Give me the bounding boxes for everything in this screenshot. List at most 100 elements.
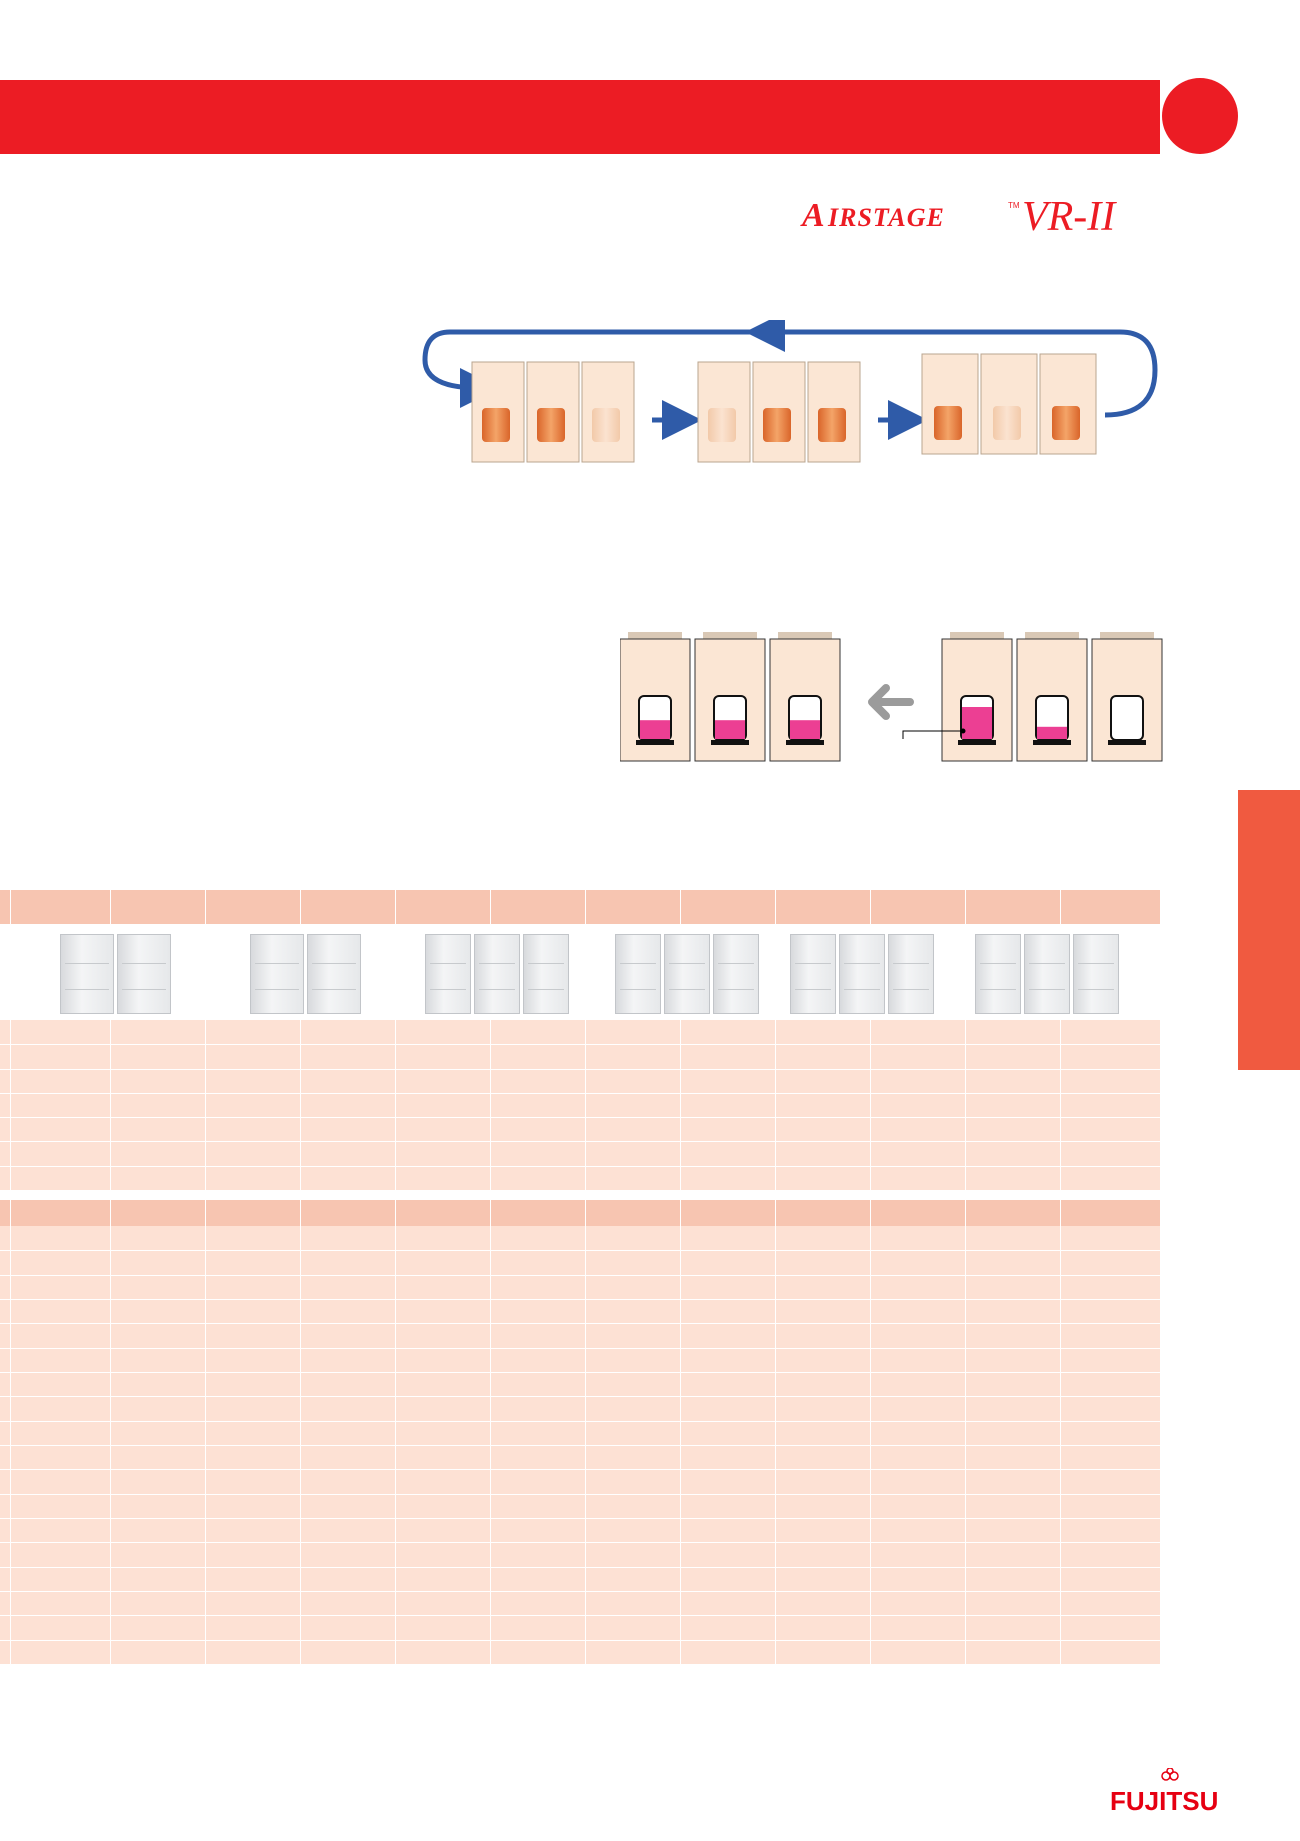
outdoor-unit-module <box>888 934 934 1014</box>
table-row-divider <box>0 1250 1160 1251</box>
table-column-divider <box>10 1200 11 1226</box>
outdoor-unit-photo-4 <box>615 934 762 1014</box>
table-row-divider <box>0 1044 1160 1045</box>
oil-level-fill <box>640 720 670 739</box>
banner-circle <box>1162 78 1238 154</box>
table-row-divider <box>0 1117 1160 1118</box>
oil-unit-before-2 <box>1016 632 1088 762</box>
table-column-divider <box>110 1200 111 1226</box>
table-column-divider <box>110 890 111 924</box>
table-column-divider <box>205 1200 206 1226</box>
spec-table-2-body <box>0 1226 1160 1664</box>
table-column-divider <box>1060 1226 1061 1664</box>
outdoor-unit-module <box>1024 934 1070 1014</box>
table-column-divider <box>395 890 396 924</box>
oil-level-fill <box>962 707 992 739</box>
fujitsu-logo-text: FUJITSU <box>1110 1786 1219 1816</box>
table-column-divider <box>205 1226 206 1664</box>
oil-unit-before-1 <box>941 632 1013 762</box>
outdoor-unit-module <box>839 934 885 1014</box>
table-column-divider <box>490 1226 491 1664</box>
outdoor-unit-module <box>60 934 114 1014</box>
svg-text:TM: TM <box>1008 201 1020 210</box>
oil-level-fill <box>1037 726 1067 739</box>
section-side-tab <box>1238 790 1300 1070</box>
outdoor-unit-module <box>615 934 661 1014</box>
table-column-divider <box>490 1020 491 1190</box>
outdoor-unit-module <box>790 934 836 1014</box>
table-column-divider <box>300 1020 301 1190</box>
table-column-divider <box>965 890 966 924</box>
outdoor-unit-photo-5 <box>790 934 937 1014</box>
table-column-divider <box>490 890 491 924</box>
table-column-divider <box>1060 890 1061 924</box>
outdoor-unit-module <box>307 934 361 1014</box>
table-row-divider <box>0 1518 1160 1519</box>
table-column-divider <box>395 1200 396 1226</box>
table-row-divider <box>0 1166 1160 1167</box>
table-column-divider <box>965 1200 966 1226</box>
table-column-divider <box>680 1200 681 1226</box>
table-column-divider <box>775 1020 776 1190</box>
outdoor-unit-module <box>117 934 171 1014</box>
svg-text:IRSTAGE: IRSTAGE <box>827 203 945 232</box>
table-column-divider <box>300 1200 301 1226</box>
table-column-divider <box>205 890 206 924</box>
table-column-divider <box>490 1200 491 1226</box>
table-column-divider <box>10 1226 11 1664</box>
table-column-divider <box>395 1226 396 1664</box>
table-column-divider <box>585 890 586 924</box>
svg-text:A: A <box>800 197 826 234</box>
table-row-divider <box>0 1469 1160 1470</box>
table-column-divider <box>205 1020 206 1190</box>
oil-diagram-graphic <box>619 632 1163 762</box>
table-column-divider <box>300 890 301 924</box>
table-column-divider <box>10 890 11 924</box>
table-column-divider <box>585 1020 586 1190</box>
table-column-divider <box>870 1200 871 1226</box>
oil-level-fill <box>715 720 745 739</box>
table-column-divider <box>110 1020 111 1190</box>
oil-flow-arrow <box>868 684 914 720</box>
outdoor-unit-module <box>425 934 471 1014</box>
table-column-divider <box>1060 1020 1061 1190</box>
oil-level-fill <box>790 720 820 739</box>
table-column-divider <box>585 1226 586 1664</box>
oil-leader-line <box>902 730 963 739</box>
table-column-divider <box>10 1020 11 1190</box>
table-column-divider <box>965 1226 966 1664</box>
airstage-vr-ii-logo: A IRSTAGE TM VR-II <box>800 190 1170 240</box>
table-column-divider <box>870 890 871 924</box>
table-column-divider <box>870 1020 871 1190</box>
airstage-logo-graphic: A IRSTAGE TM VR-II <box>800 194 1117 240</box>
table-row-divider <box>0 1567 1160 1568</box>
outdoor-unit-module <box>975 934 1021 1014</box>
oil-unit-after-1 <box>619 632 691 762</box>
table-row-divider <box>0 1372 1160 1373</box>
table-row-divider <box>0 1323 1160 1324</box>
outdoor-unit-module <box>474 934 520 1014</box>
oil-unit-after-2 <box>694 632 766 762</box>
table-row-divider <box>0 1396 1160 1397</box>
rotation-loop-arrow-left <box>422 329 778 408</box>
oil-unit-before-3 <box>1091 632 1163 762</box>
table-row-divider <box>0 1615 1160 1616</box>
table-column-divider <box>775 890 776 924</box>
outdoor-unit-module <box>250 934 304 1014</box>
table-row-divider <box>0 1069 1160 1070</box>
table-row-divider <box>0 1542 1160 1543</box>
rotation-diagram-graphic <box>422 312 1158 463</box>
table-column-divider <box>110 1226 111 1664</box>
outdoor-unit-photo-6 <box>975 934 1122 1014</box>
top-banner <box>0 80 1160 154</box>
outdoor-unit-module <box>713 934 759 1014</box>
table-column-divider <box>300 1226 301 1664</box>
table-column-divider <box>870 1226 871 1664</box>
outdoor-unit-photo-3 <box>425 934 572 1014</box>
table-row-divider <box>0 1591 1160 1592</box>
fujitsu-logo-mark <box>1161 1767 1179 1781</box>
table-column-divider <box>680 1020 681 1190</box>
table-column-divider <box>965 1020 966 1190</box>
table-column-divider <box>775 1200 776 1226</box>
table-column-divider <box>680 890 681 924</box>
